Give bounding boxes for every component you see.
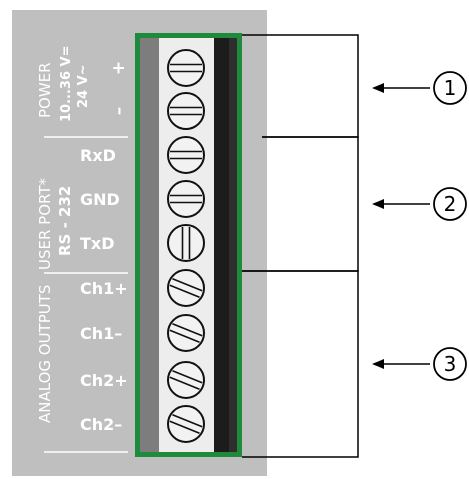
user-port-standard: RS - 232 <box>56 186 74 256</box>
power-voltage-dc: 10...36 V= <box>59 46 74 122</box>
terminal-label: RxD <box>80 146 116 165</box>
screw-icon <box>167 136 205 174</box>
terminal-label: GND <box>80 190 120 209</box>
callout-arrowhead <box>372 83 384 93</box>
callout-group: 1 2 3 <box>372 71 467 381</box>
callout-marker: 1 <box>372 71 467 105</box>
terminal-label: TxD <box>80 234 115 253</box>
terminal-shade-column <box>140 38 159 452</box>
power-group-title: POWER <box>36 62 54 118</box>
callout-arrowhead <box>372 199 384 209</box>
screw-icon <box>167 224 205 262</box>
callout-number: 1 <box>444 76 457 100</box>
callout-arrowhead <box>372 359 384 369</box>
power-voltage-ac: 24 V~ <box>76 64 91 108</box>
terminal-label: Ch2+ <box>80 371 128 390</box>
screw-group <box>167 49 205 443</box>
screw-icon <box>167 180 205 218</box>
bracket-lines <box>242 34 359 458</box>
screw-icon <box>167 405 205 443</box>
callout-marker: 2 <box>372 187 467 221</box>
bracket-line-analog <box>242 270 359 458</box>
callout-number: 2 <box>444 192 457 216</box>
analog-outputs-group-title: ANALOG OUTPUTS <box>36 285 54 423</box>
terminal-label: Ch1+ <box>80 279 128 298</box>
callout-circle <box>433 347 467 381</box>
terminal-highlight <box>229 38 237 452</box>
terminal-label: + <box>109 61 129 75</box>
callout-circle <box>433 187 467 221</box>
terminal-labels: + – RxD GND TxD Ch1+ Ch1– Ch2+ Ch2– <box>80 61 129 434</box>
screw-icon <box>167 92 205 130</box>
callout-number: 3 <box>444 352 457 376</box>
terminal-label: Ch2– <box>80 415 122 434</box>
screw-icon <box>167 314 205 352</box>
user-port-group-title: USER PORT* <box>36 177 54 270</box>
screw-icon <box>167 361 205 399</box>
terminal-label: – <box>109 107 129 116</box>
callout-marker: 3 <box>372 347 467 381</box>
callout-circle <box>433 71 467 105</box>
screw-icon <box>167 269 205 307</box>
screw-icon <box>167 49 205 87</box>
terminal-label: Ch1– <box>80 324 122 343</box>
